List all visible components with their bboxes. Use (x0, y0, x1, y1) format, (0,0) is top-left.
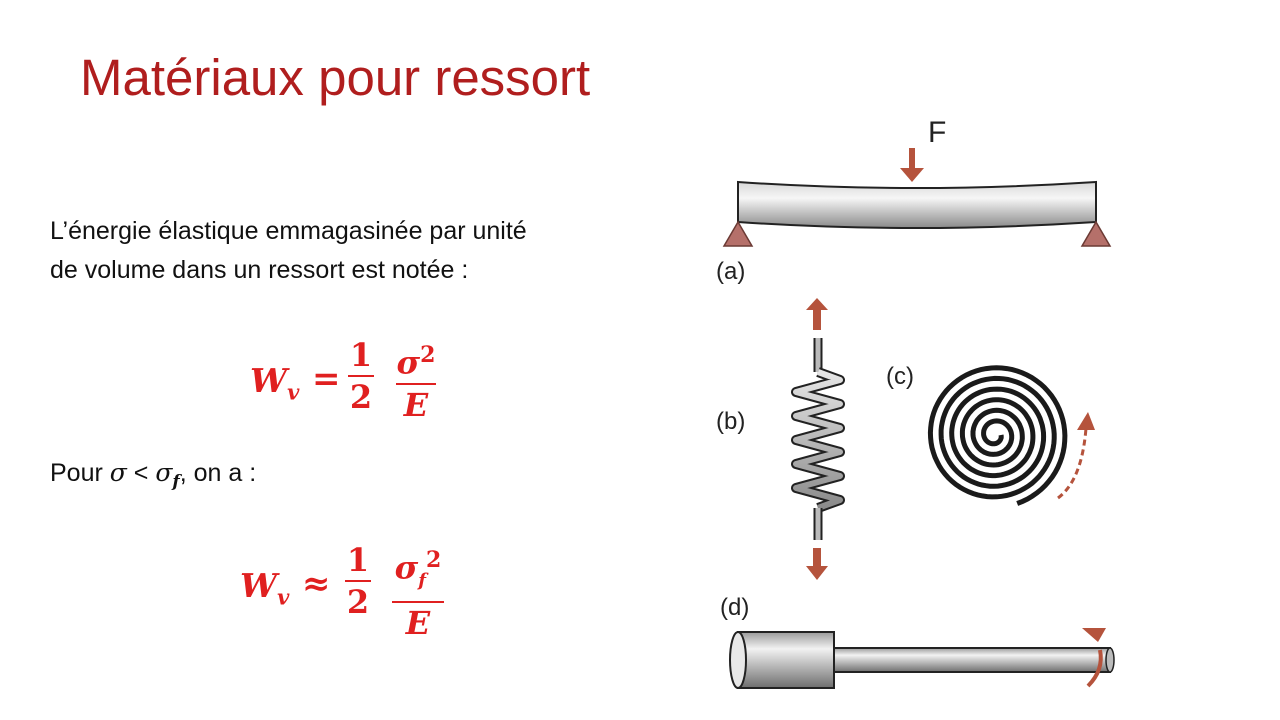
label-a: (a) (716, 258, 746, 285)
label-d: (d) (720, 594, 750, 621)
intro-paragraph: L’énergie élastique emmagasinée par unit… (50, 212, 630, 290)
intro-line-1: L’énergie élastique emmagasinée par unit… (50, 217, 527, 245)
torsion-bar (729, 628, 1115, 689)
slide-title: Matériaux pour ressort (80, 49, 591, 106)
eq2-lhs: Wv (240, 566, 290, 610)
label-c: (c) (886, 363, 914, 390)
spring-up-arrow-icon (806, 298, 828, 330)
helical-spring (791, 298, 845, 580)
eq1-lhs: Wv (250, 361, 300, 405)
left-support-icon (722, 220, 754, 247)
spiral-rotation-arrow-icon (1077, 412, 1095, 430)
intro-line-2: de volume dans un ressort est notée : (50, 256, 469, 284)
eq1-operator: = (312, 359, 341, 399)
right-support-icon (1080, 220, 1112, 247)
label-b: (b) (716, 408, 746, 435)
spring-types-diagram (722, 148, 1115, 689)
force-arrow-icon (900, 148, 924, 182)
spiral-spring (927, 365, 1095, 506)
torsion-arrow-icon (1082, 628, 1106, 688)
eq2-operator: ≈ (302, 564, 331, 604)
leaf-spring-beam (722, 148, 1112, 247)
force-label: F (928, 116, 947, 149)
condition-text: Pour σ < σf, on a : (50, 458, 257, 492)
spring-down-arrow-icon (806, 548, 828, 580)
